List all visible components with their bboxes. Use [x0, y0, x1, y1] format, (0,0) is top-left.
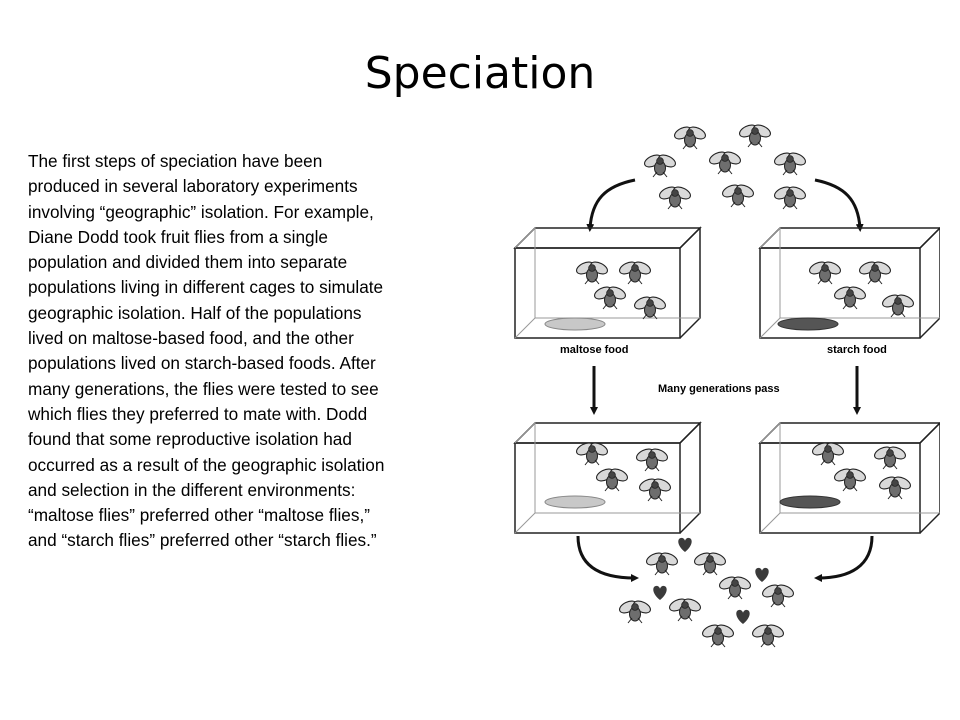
- cage-maltose-evolved: [513, 421, 702, 534]
- initial-fly-population: [642, 122, 808, 210]
- mating-preference-population: [617, 537, 796, 648]
- merge-arrow-left: [576, 535, 639, 582]
- merge-arrow-right: [814, 535, 874, 582]
- speciation-diagram: maltose food starch food Many generation…: [500, 118, 940, 658]
- cage-starch-evolved: [758, 421, 940, 534]
- slide-title: Speciation: [364, 48, 596, 99]
- label-starch-food: starch food: [827, 344, 887, 356]
- cage-starch-initial: [758, 226, 940, 339]
- label-maltose-food: maltose food: [560, 344, 628, 356]
- cage-maltose-initial: [513, 226, 702, 339]
- split-arrow-right: [814, 178, 864, 232]
- split-arrow-left: [586, 178, 636, 232]
- label-many-generations: Many generations pass: [658, 383, 780, 395]
- slide-body-text: The first steps of speciation have been …: [28, 151, 385, 551]
